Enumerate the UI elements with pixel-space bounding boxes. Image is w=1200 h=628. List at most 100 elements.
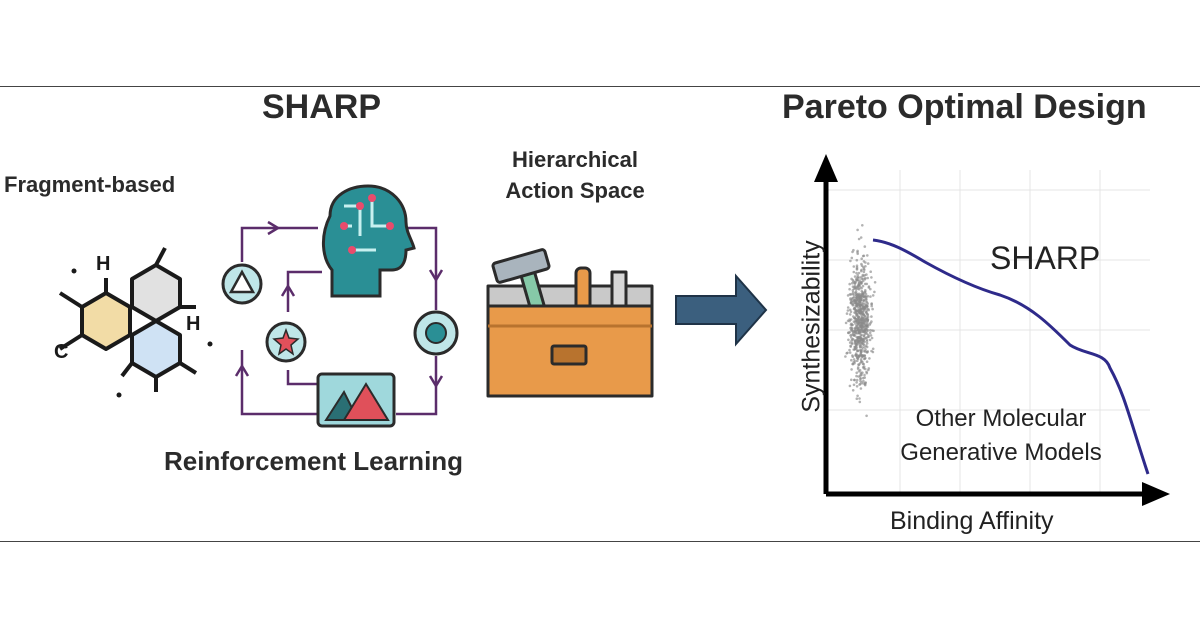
scatter-point xyxy=(856,355,859,359)
scatter-point xyxy=(853,326,857,330)
scatter-point xyxy=(857,363,860,366)
atom-h-right: H xyxy=(186,313,200,335)
scatter-point xyxy=(868,331,872,335)
scatter-point xyxy=(847,331,850,335)
scatter-point xyxy=(865,351,869,354)
other-models-line2: Generative Models xyxy=(900,439,1102,466)
image-node-icon xyxy=(316,372,396,428)
scatter-point xyxy=(859,311,863,315)
scatter-point xyxy=(853,306,857,310)
scatter-point xyxy=(856,278,860,282)
scatter-point xyxy=(859,345,862,349)
scatter-point xyxy=(871,347,875,351)
scatter-point xyxy=(857,326,860,330)
scatter-point xyxy=(872,329,875,333)
scatter-point xyxy=(854,308,857,312)
scatter-point xyxy=(856,249,859,253)
scatter-point xyxy=(870,349,873,353)
scatter-point xyxy=(860,350,863,353)
bottom-rule xyxy=(0,541,1200,542)
scatter-point xyxy=(860,289,864,293)
scatter-point xyxy=(864,322,867,326)
cycle-arrowhead-right xyxy=(428,269,444,283)
scatter-point xyxy=(860,257,863,261)
scatter-point xyxy=(857,298,860,302)
scatter-point xyxy=(858,294,862,298)
scatter-point xyxy=(859,334,863,337)
scatter-point xyxy=(856,273,859,277)
scatter-point xyxy=(861,355,864,358)
scatter-point xyxy=(850,341,854,345)
scatter-point xyxy=(855,397,859,401)
scatter-point xyxy=(864,261,867,264)
cycle-arrowhead-left xyxy=(234,363,250,377)
scatter-point xyxy=(852,293,856,297)
scatter-point xyxy=(859,377,862,380)
scatter-point xyxy=(858,302,862,305)
scatter-point xyxy=(848,384,852,388)
scatter-point xyxy=(869,287,872,291)
hierarchical-line2: Action Space xyxy=(505,178,645,203)
plot-axes xyxy=(814,154,1170,506)
scatter-point xyxy=(856,228,859,232)
scatter-point xyxy=(862,334,866,337)
scatter-point xyxy=(860,328,864,331)
scatter-point xyxy=(852,303,855,306)
scatter-point xyxy=(855,271,858,275)
scatter-point xyxy=(864,265,867,268)
scatter-point xyxy=(854,311,857,315)
scatter-point xyxy=(849,310,853,314)
scatter-point xyxy=(858,383,861,386)
scatter-point xyxy=(857,296,861,300)
flow-arrow xyxy=(675,273,768,347)
scatter-point xyxy=(865,360,869,364)
scatter-point xyxy=(849,326,852,330)
scatter-point xyxy=(849,297,852,300)
scatter-point xyxy=(852,329,855,333)
y-axis-arrowhead xyxy=(814,154,838,182)
scatter-point xyxy=(861,273,865,277)
plot-grid xyxy=(826,170,1150,492)
scatter-point xyxy=(865,297,868,301)
scatter-point xyxy=(863,245,867,248)
pareto-title: Pareto Optimal Design xyxy=(782,88,1147,126)
scatter-point xyxy=(848,308,852,312)
sharp-curve-label: SHARP xyxy=(990,240,1101,276)
scatter-point xyxy=(863,302,866,306)
star-node-icon xyxy=(265,321,307,363)
scatter-point xyxy=(859,352,863,355)
scatter-point xyxy=(860,309,863,313)
scatter-point xyxy=(851,323,854,327)
scatter-point xyxy=(861,366,865,369)
scatter-point xyxy=(848,282,851,286)
scatter-point xyxy=(855,371,858,375)
ai-head-icon xyxy=(322,184,416,298)
scatter-point xyxy=(862,270,866,274)
other-models-line1: Other Molecular xyxy=(915,405,1087,432)
scatter-point xyxy=(857,281,861,285)
scatter-point xyxy=(850,256,854,260)
scatter-point xyxy=(855,381,858,384)
scatter-point xyxy=(863,276,867,280)
scatter-point xyxy=(850,333,853,337)
scatter-point xyxy=(853,319,857,323)
scatter-point xyxy=(857,370,861,373)
scatter-point xyxy=(873,290,876,294)
scatter-point xyxy=(866,254,869,257)
scatter-point xyxy=(870,276,873,279)
hierarchical-label: Hierarchical Action Space xyxy=(470,144,680,206)
scatter-point xyxy=(859,387,863,390)
scatter-point xyxy=(858,397,861,400)
scatter-point xyxy=(863,350,866,353)
scatter-point xyxy=(855,342,859,346)
fragment-label: Fragment-based xyxy=(4,172,176,197)
scatter-point xyxy=(867,333,870,337)
scatter-point xyxy=(854,287,857,290)
scatter-point xyxy=(856,252,859,256)
scatter-point xyxy=(844,321,848,325)
scatter-point xyxy=(864,344,868,348)
scatter-point xyxy=(871,294,875,297)
scatter-point xyxy=(857,284,860,288)
scatter-point xyxy=(865,371,869,375)
scatter-point xyxy=(855,385,859,388)
